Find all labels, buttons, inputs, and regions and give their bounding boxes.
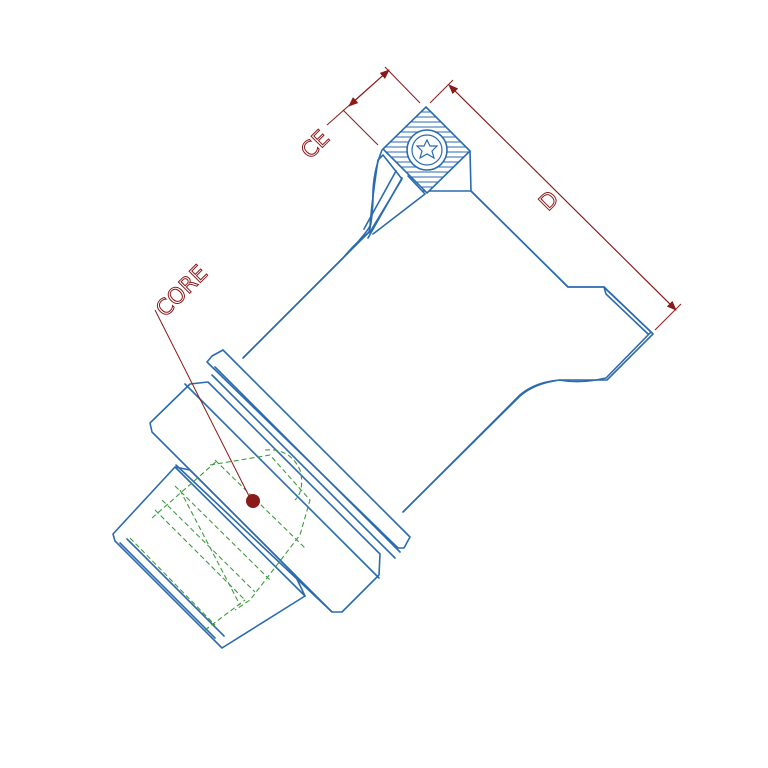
- dimension-d-label: D: [535, 187, 565, 217]
- holder-body: [242, 154, 652, 513]
- core-label: CORE: [152, 261, 213, 322]
- shank-inner-lines: [175, 383, 380, 612]
- front-boss-lines: [119, 466, 306, 639]
- core-point: [246, 494, 260, 508]
- head-left-edge: [242, 149, 383, 359]
- head-right-chamfer: [603, 286, 649, 335]
- chip-flute: [363, 170, 426, 239]
- shank-block: [149, 381, 381, 613]
- cutting-insert: [381, 105, 472, 195]
- torx-icon: [415, 138, 439, 160]
- dimension-ce-label: CE: [297, 126, 335, 164]
- flange-collar: [206, 349, 411, 549]
- flange-collar-inner: [211, 366, 401, 559]
- hidden-geometry: [129, 449, 311, 631]
